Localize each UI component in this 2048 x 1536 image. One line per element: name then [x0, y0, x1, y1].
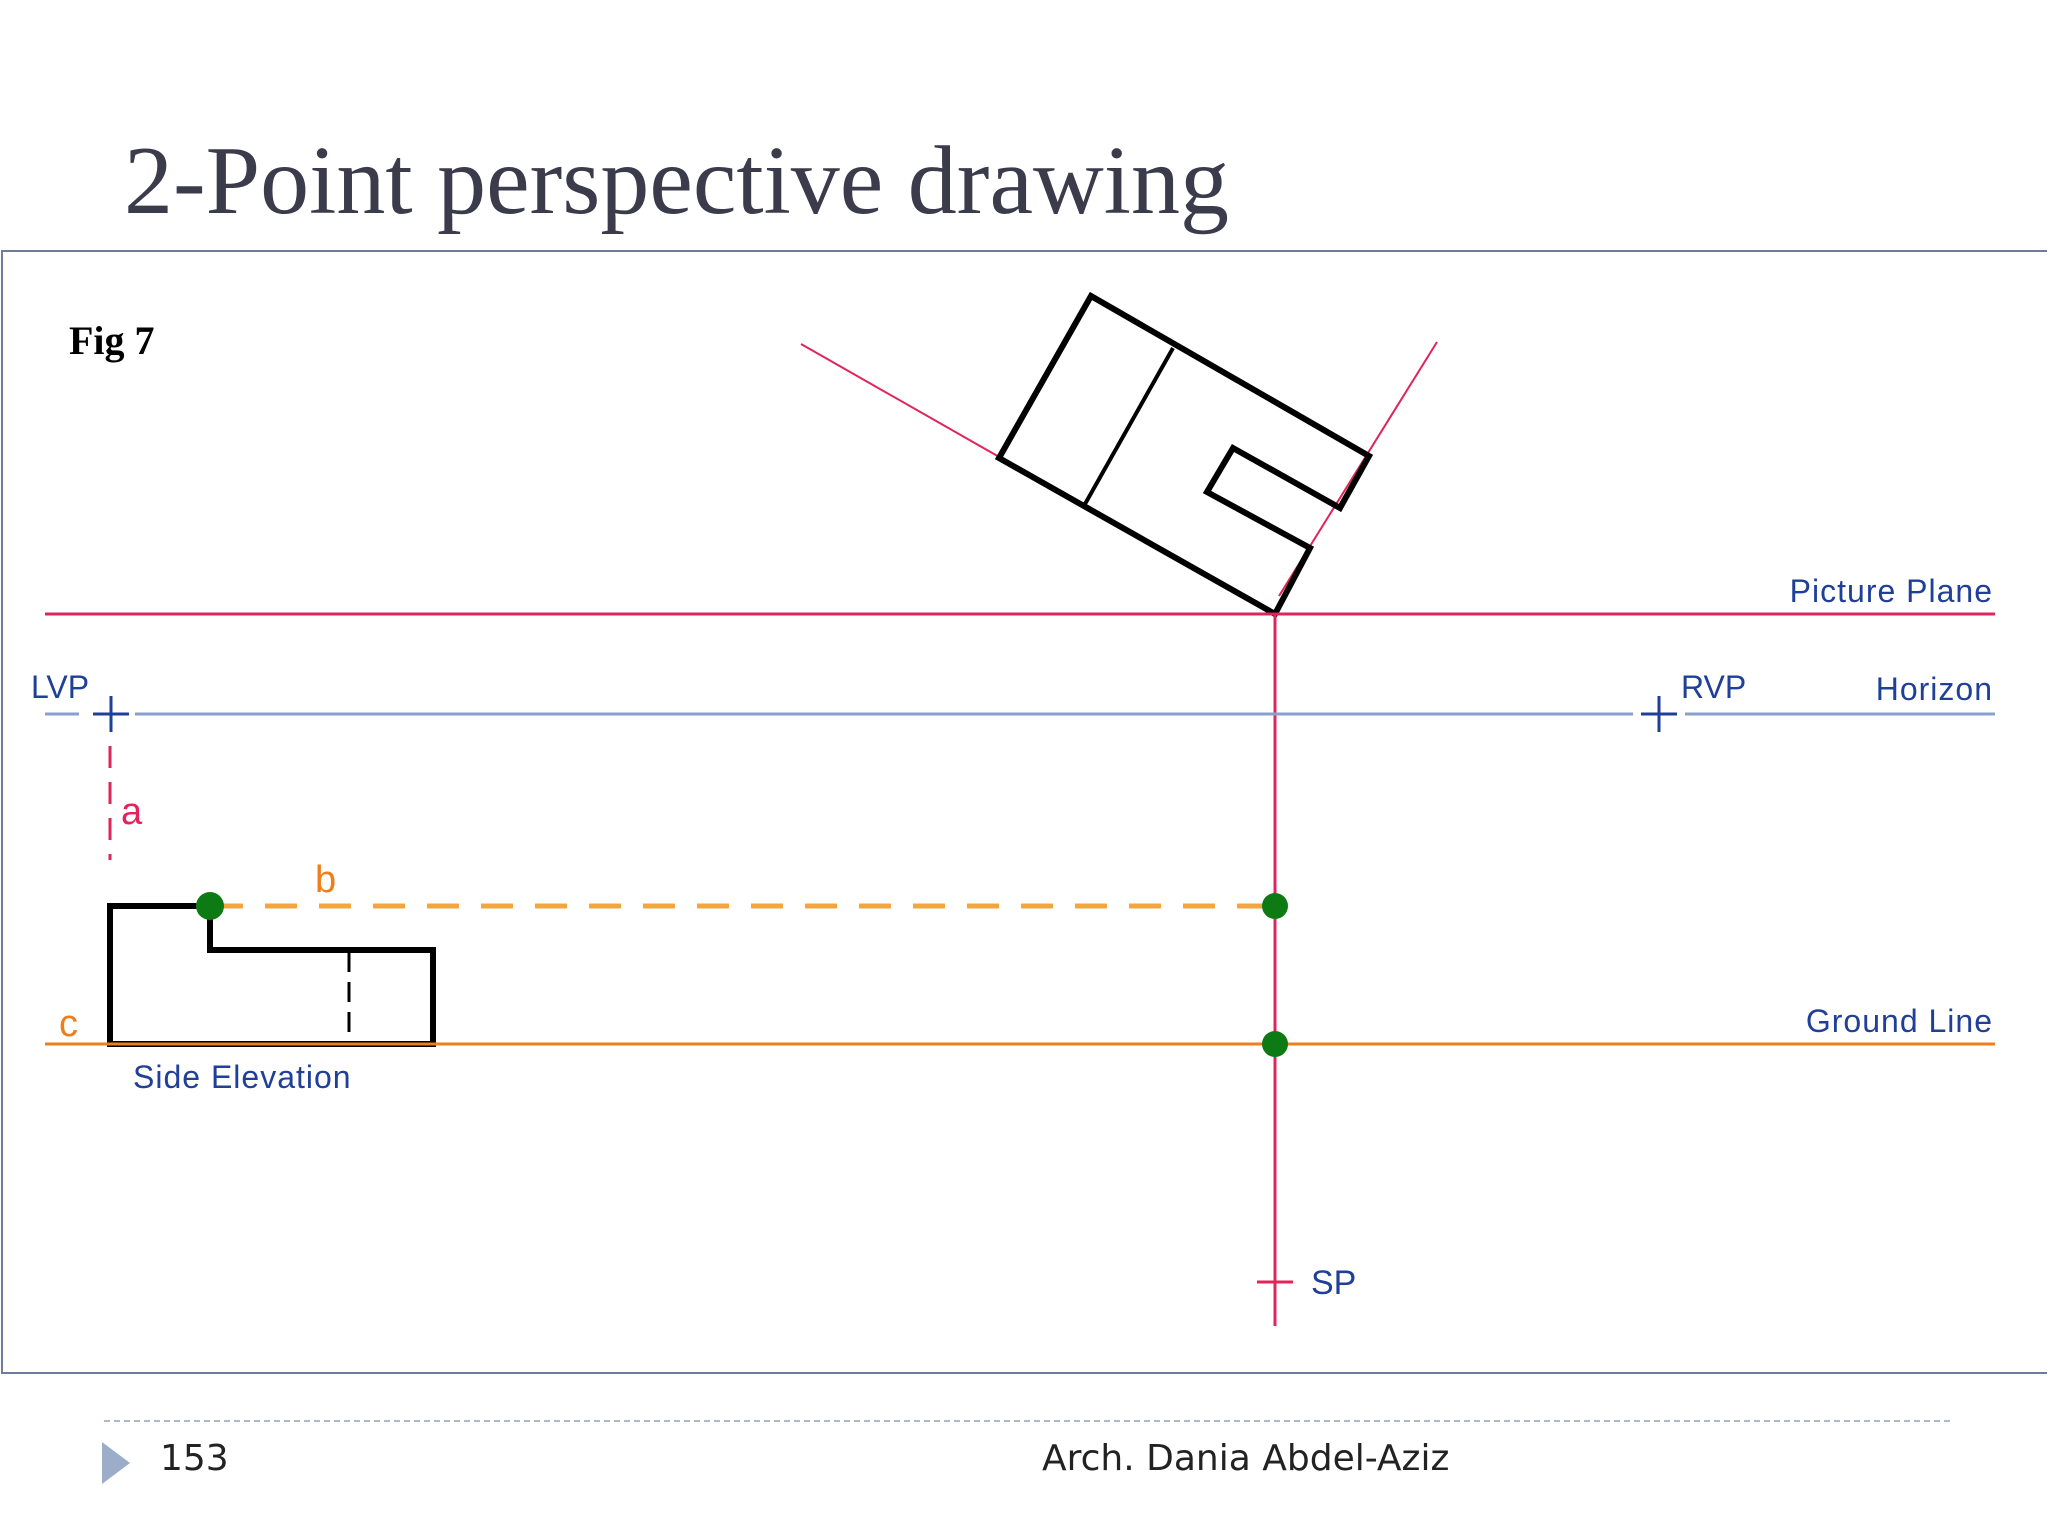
rvp-label: RVP [1681, 669, 1746, 705]
slide-title: 2-Point perspective drawing [124, 127, 1229, 235]
rvp-marker-icon [1641, 696, 1677, 732]
perspective-diagram: Fig 7 Picture Plane Horizon LVP RVP [31, 291, 1995, 1326]
lvp-label: LVP [31, 669, 89, 705]
plan-left-sightline [800, 343, 1002, 459]
point-measuring-line [1262, 893, 1288, 919]
sp-label: SP [1311, 1264, 1356, 1302]
building-plan [994, 291, 1374, 619]
figure-frame: Fig 7 Picture Plane Horizon LVP RVP [1, 250, 2047, 1374]
side-elevation-shape [107, 903, 436, 1047]
footer-triangle-icon [102, 1442, 130, 1484]
figure-caption: Fig 7 [69, 318, 155, 363]
footer-divider [104, 1420, 1950, 1422]
label-b: b [315, 859, 336, 901]
label-a: a [121, 791, 143, 833]
building-plan-divider [1083, 347, 1175, 505]
picture-plane-label: Picture Plane [1790, 573, 1993, 609]
lvp-marker-icon [93, 696, 129, 732]
label-c: c [59, 1003, 78, 1045]
ground-line-label: Ground Line [1806, 1003, 1993, 1039]
horizon-label: Horizon [1876, 671, 1993, 707]
page-number: 153 [160, 1438, 229, 1479]
point-elevation-top [196, 892, 224, 920]
side-elevation-label: Side Elevation [133, 1059, 352, 1095]
footer-author: Arch. Dania Abdel-Aziz [1042, 1438, 1450, 1479]
point-ground-line [1262, 1031, 1288, 1057]
